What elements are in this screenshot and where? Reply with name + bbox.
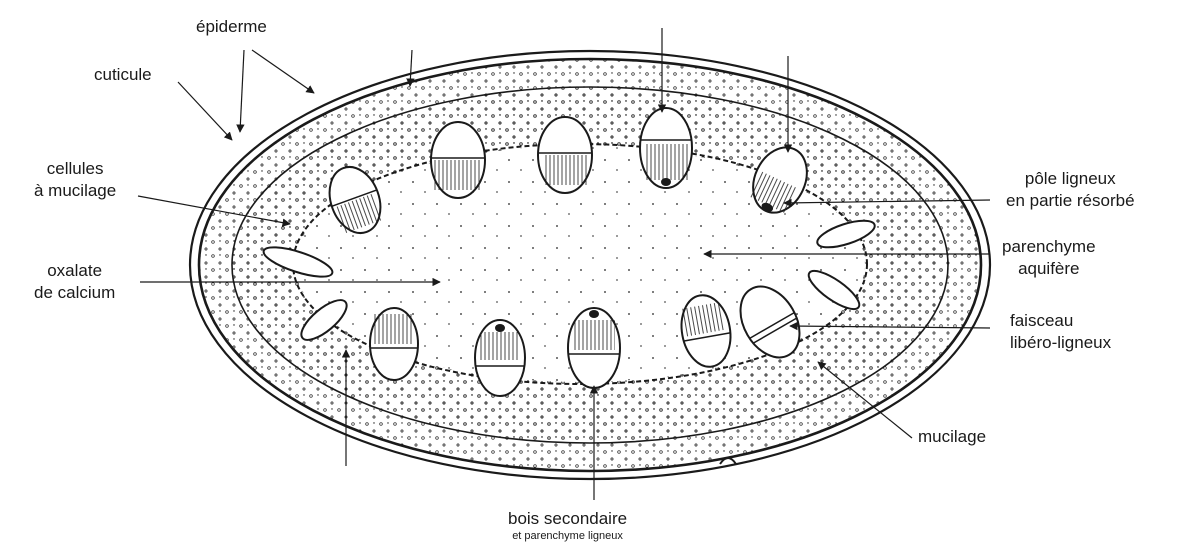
label-mucilage: mucilage — [918, 426, 986, 448]
label-bois-line2: et parenchyme ligneux — [508, 530, 627, 543]
label-cellules-line1: cellules — [34, 158, 116, 180]
label-cuticule: cuticule — [94, 64, 152, 86]
label-parenchyme-aquifere: parenchyme aquifère — [1002, 236, 1096, 280]
label-cellules-line2: à mucilage — [34, 180, 116, 202]
label-pole-line1: pôle ligneux — [1006, 168, 1135, 190]
label-cellules-mucilage: cellules à mucilage — [34, 158, 116, 202]
label-pole-ligneux: pôle ligneux en partie résorbé — [1006, 168, 1135, 212]
label-bois-line1: bois secondaire — [508, 508, 627, 530]
label-oxalate-line1: oxalate — [34, 260, 115, 282]
label-pole-line2: en partie résorbé — [1006, 190, 1135, 212]
label-faisceau: faisceau libéro-ligneux — [1010, 310, 1111, 354]
label-epiderme: épiderme — [196, 16, 267, 38]
label-oxalate: oxalate de calcium — [34, 260, 115, 304]
label-oxalate-line2: de calcium — [34, 282, 115, 304]
label-parenchyme-line1: parenchyme — [1002, 236, 1096, 258]
label-faisceau-line2: libéro-ligneux — [1010, 332, 1111, 354]
label-faisceau-line1: faisceau — [1010, 310, 1111, 332]
label-bois-secondaire: bois secondaire et parenchyme ligneux — [508, 508, 627, 543]
label-parenchyme-line2: aquifère — [1002, 258, 1096, 280]
